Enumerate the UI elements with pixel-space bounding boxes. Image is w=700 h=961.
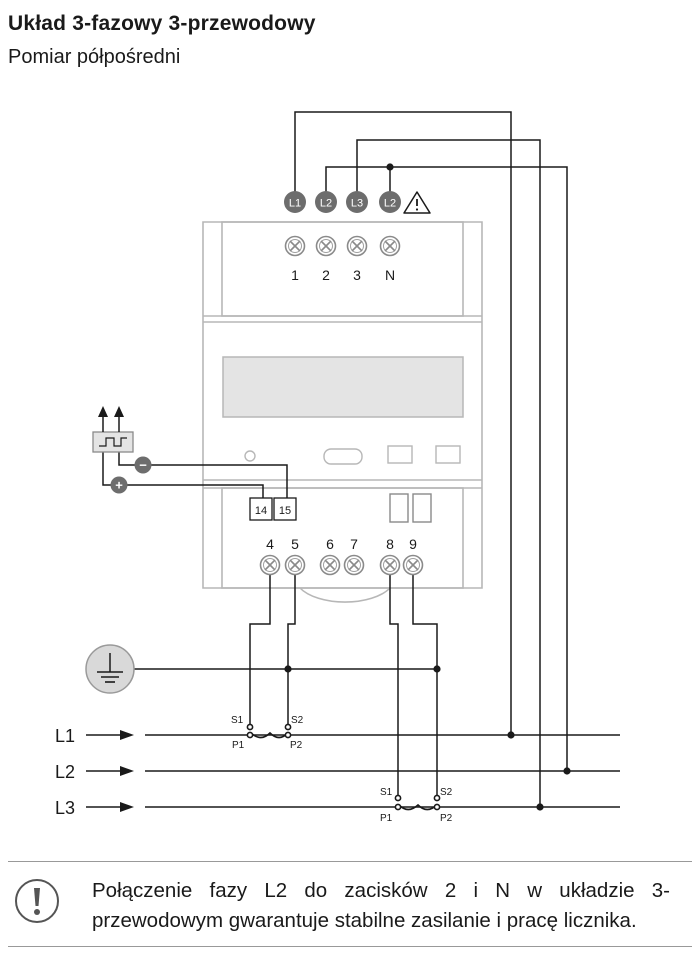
ct1-p2-label: P2 (290, 740, 303, 751)
screw-terminal (284, 235, 306, 257)
junction-dots (284, 163, 571, 811)
terminal-number: 5 (291, 536, 299, 552)
ct3-s1-label: S1 (380, 787, 393, 798)
screw-terminal (315, 235, 337, 257)
terminal-number: 7 (350, 536, 358, 552)
screw-terminal (379, 554, 401, 576)
meter-display (222, 356, 464, 418)
svg-text:+: + (115, 478, 123, 493)
phase-badge: L2 (379, 191, 401, 213)
ct3-s2-label: S2 (440, 787, 453, 798)
wires (102, 111, 620, 808)
phase-badge: L2 (315, 191, 337, 213)
svg-text:L1: L1 (289, 198, 301, 210)
meter-button (387, 445, 413, 464)
terminal-number: 2 (322, 267, 330, 283)
terminal-number: 3 (353, 267, 361, 283)
terminal-number: 1 (291, 267, 299, 283)
pulse-output-device (92, 406, 134, 453)
screw-terminal (379, 235, 401, 257)
terminal-number: 9 (409, 536, 417, 552)
plus-sign-icon: + (110, 476, 128, 494)
slot (389, 493, 409, 523)
meter-button (435, 445, 461, 464)
ct3-p1-label: P1 (380, 813, 393, 824)
terminal-number: 8 (386, 536, 394, 552)
arrow-right-icon (86, 730, 134, 740)
screw-terminal (346, 235, 368, 257)
screw-terminal (284, 554, 306, 576)
page-subtitle: Pomiar półpośredni (8, 46, 181, 68)
phase-badge: L1 (284, 191, 306, 213)
svg-text:−: − (139, 458, 147, 473)
phase-badge: L3 (346, 191, 368, 213)
line-label-l2: L2 (55, 762, 75, 782)
note-text: Połączenie fazy L2 do zacisków 2 i N w u… (92, 879, 670, 932)
current-transformer-l1 (246, 723, 292, 739)
line-label-l1: L1 (55, 726, 75, 746)
meter-housing (202, 221, 483, 603)
svg-text:L2: L2 (384, 198, 396, 210)
terminal-number: 4 (266, 536, 274, 552)
svg-text:L3: L3 (351, 198, 363, 210)
ground-icon (85, 644, 135, 694)
divider (8, 861, 692, 862)
exclamation-icon (15, 879, 59, 923)
ct1-p1-label: P1 (232, 740, 245, 751)
terminal-number: 15 (279, 505, 291, 517)
screw-terminal (319, 554, 341, 576)
arrow-right-icon (86, 766, 134, 776)
indicator-led (244, 450, 256, 462)
screw-terminal (259, 554, 281, 576)
current-transformer-l3 (394, 794, 441, 811)
ct1-s1-label: S1 (231, 715, 244, 726)
ct3-p2-label: P2 (440, 813, 453, 824)
screw-terminal (343, 554, 365, 576)
terminal-number: 14 (255, 505, 267, 517)
meter-button (323, 448, 363, 465)
ct1-s2-label: S2 (291, 715, 304, 726)
terminal-number: N (385, 267, 395, 283)
page-title: Układ 3-fazowy 3-przewodowy (8, 12, 316, 35)
warning-icon (403, 191, 431, 214)
terminal-number: 6 (326, 536, 334, 552)
minus-sign-icon: − (134, 456, 152, 474)
screw-terminal (402, 554, 424, 576)
slot (412, 493, 432, 523)
line-label-l3: L3 (55, 798, 75, 818)
arrow-right-icon (86, 802, 134, 812)
pulse-terminal-block: 14 15 (249, 497, 297, 521)
divider (8, 946, 692, 947)
svg-text:L2: L2 (320, 198, 332, 210)
